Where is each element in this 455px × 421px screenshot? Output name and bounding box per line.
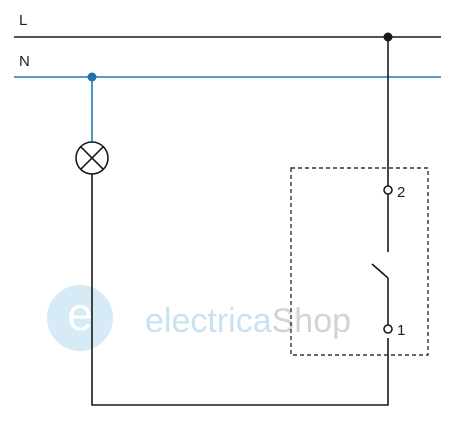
- watermark-logo-letter: e: [67, 288, 93, 340]
- label-terminal-2: 2: [397, 184, 405, 201]
- watermark-word-dark: Shop: [272, 302, 351, 340]
- switch-terminal-1: [383, 324, 393, 334]
- watermark-word-light: electrica: [145, 302, 272, 340]
- switch-blade: [371, 263, 389, 279]
- lamp-symbol: [75, 141, 109, 175]
- watermark-logo: e: [47, 285, 113, 351]
- lamp-return-wire: [91, 174, 389, 406]
- switch-enclosure: [290, 167, 429, 356]
- watermark-text: electricaShop: [145, 302, 351, 340]
- label-L: L: [19, 12, 27, 29]
- label-N: N: [19, 53, 30, 70]
- label-terminal-1: 1: [397, 322, 405, 339]
- switch-terminal-2: [383, 185, 393, 195]
- watermark: e electricaShop: [47, 285, 351, 351]
